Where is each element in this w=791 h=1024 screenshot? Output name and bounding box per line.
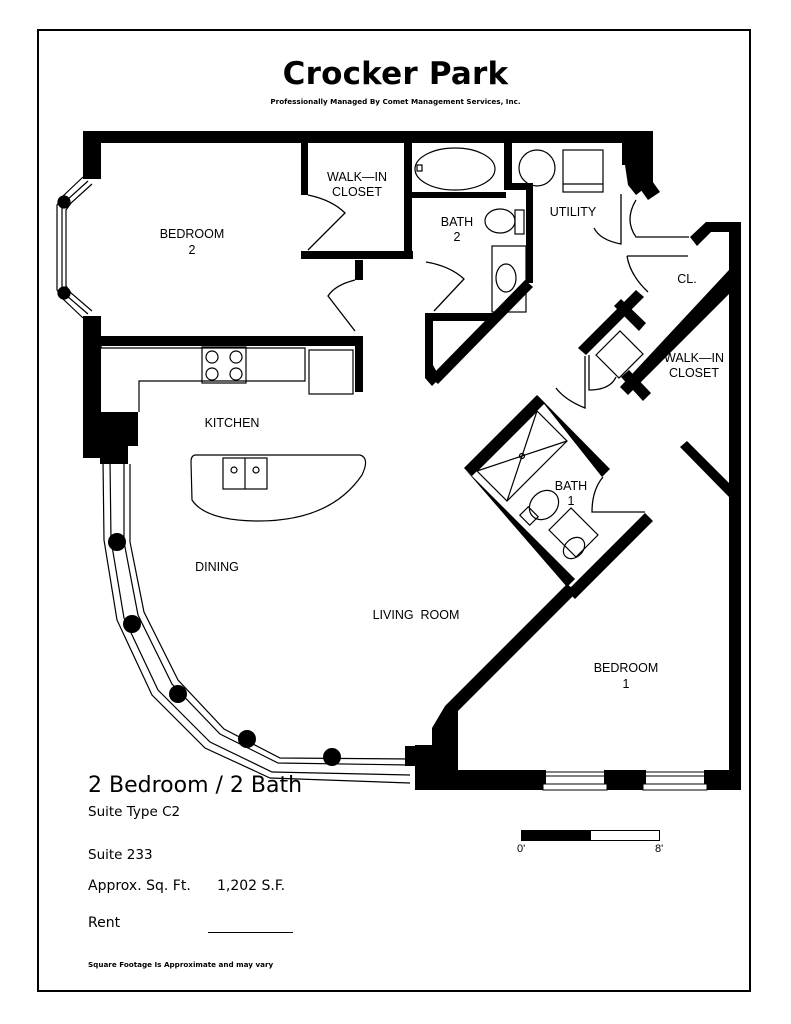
room-label-closet: CL. bbox=[677, 272, 696, 286]
bedroom2-bay-window bbox=[56, 176, 93, 319]
room-label-bath1: BATH bbox=[555, 479, 587, 493]
room-label-walkin-closet1-l2: CLOSET bbox=[669, 366, 719, 380]
room-label-bedroom1: BEDROOM bbox=[594, 661, 659, 675]
room-label-walkin-closet1: WALK—IN bbox=[664, 351, 724, 365]
room-label-bedroom1-num: 1 bbox=[623, 677, 630, 691]
room-label-bedroom2: BEDROOM bbox=[160, 227, 225, 241]
scale-end-label: 8' bbox=[655, 843, 664, 855]
unit-type: 2 Bedroom / 2 Bath bbox=[88, 773, 303, 798]
page-border bbox=[37, 29, 751, 992]
sqft-value: 1,202 S.F. bbox=[217, 878, 286, 894]
room-label-bath2-num: 2 bbox=[454, 230, 461, 244]
scale-bar-fill bbox=[522, 831, 591, 840]
walls bbox=[83, 131, 741, 790]
bedroom1-windows bbox=[542, 768, 708, 791]
room-label-walkin-closet2-l2: CLOSET bbox=[332, 185, 382, 199]
room-label-living-room: LIVING ROOM bbox=[373, 608, 460, 622]
suite-number: Suite 233 bbox=[88, 847, 153, 863]
room-label-bath1-num: 1 bbox=[568, 494, 575, 508]
room-label-bedroom2-num: 2 bbox=[189, 243, 196, 257]
rent-blank-line bbox=[208, 932, 293, 933]
suite-type: Suite Type C2 bbox=[88, 804, 181, 820]
kitchen-counter bbox=[100, 346, 367, 522]
sqft-label: Approx. Sq. Ft. bbox=[88, 878, 191, 894]
scale-bar bbox=[521, 830, 660, 841]
property-title: Crocker Park bbox=[282, 56, 509, 92]
room-label-utility: UTILITY bbox=[550, 205, 597, 219]
scale-start-label: 0' bbox=[517, 843, 526, 855]
bath1-fixtures bbox=[476, 330, 644, 560]
room-label-dining: DINING bbox=[195, 560, 239, 574]
living-window-wall bbox=[102, 459, 419, 784]
room-label-kitchen: KITCHEN bbox=[205, 416, 260, 430]
room-labels: BEDROOM 2 WALK—IN CLOSET BATH 2 UTILITY … bbox=[160, 170, 724, 691]
bath2-fixtures bbox=[414, 147, 604, 313]
room-label-bath2: BATH bbox=[441, 215, 473, 229]
management-subtitle: Professionally Managed By Comet Manageme… bbox=[270, 97, 521, 106]
doors bbox=[307, 194, 689, 513]
sqft-disclaimer: Square Footage Is Approximate and may va… bbox=[88, 960, 274, 969]
rent-label: Rent bbox=[88, 915, 121, 931]
room-label-walkin-closet2: WALK—IN bbox=[327, 170, 387, 184]
